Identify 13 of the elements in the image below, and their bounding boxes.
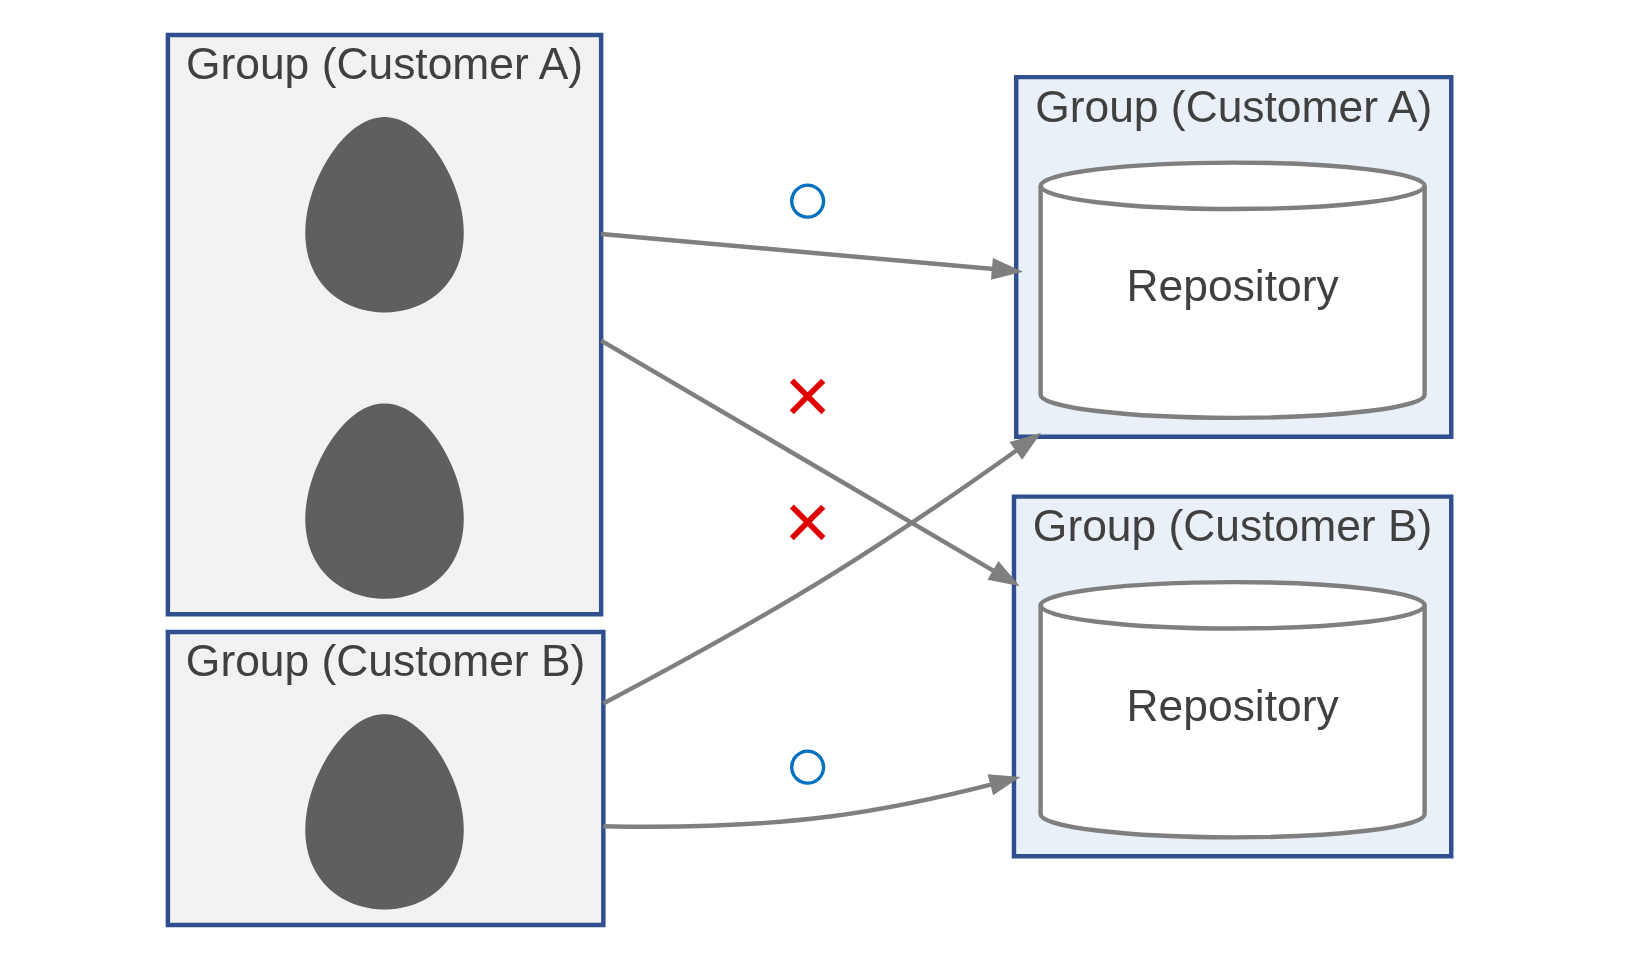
cluster: Group (Customer A) [165, 32, 603, 617]
cluster: Group (Customer B) [165, 629, 606, 928]
arrow [602, 774, 1020, 829]
edge-label: ○ [782, 153, 832, 243]
arrow [599, 338, 1020, 587]
node-person [304, 403, 464, 599]
arrow [601, 432, 1041, 706]
edge-label: × [783, 350, 831, 440]
node-person [304, 117, 464, 313]
node-person [304, 714, 464, 910]
arrow [600, 231, 1023, 280]
edge-label: ○ [782, 719, 832, 809]
edge-label: × [783, 477, 831, 567]
